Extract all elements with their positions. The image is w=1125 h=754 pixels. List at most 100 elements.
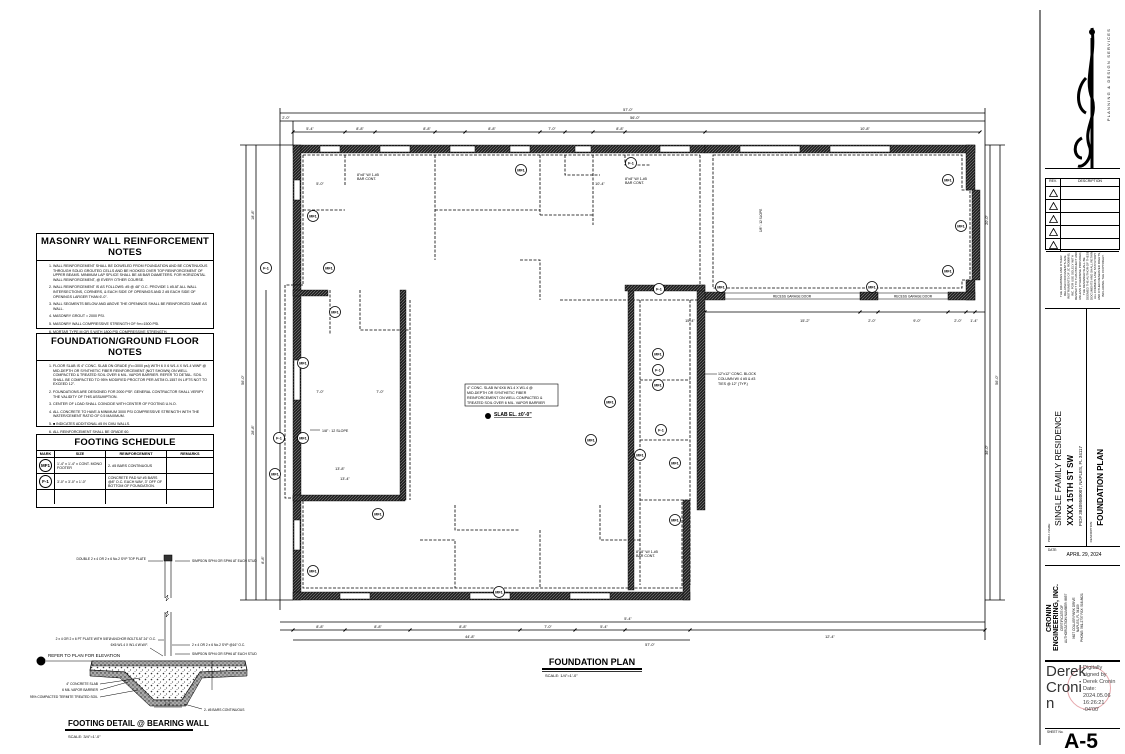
dimension-tick bbox=[703, 130, 707, 134]
project-info: PROJ. NAME: SINGLE FAMILY RESIDENCE XXXX… bbox=[1045, 308, 1118, 546]
note-item: WALL REINFORCEMENT SHALL BE DOWELED FROM… bbox=[53, 264, 209, 282]
dim-overall-top: 57'-0" bbox=[623, 108, 633, 112]
dim-offset: 2'-0" bbox=[282, 116, 290, 120]
footing-marker-label: MF1 bbox=[654, 383, 662, 387]
revision-table: REV. DESCRIPTION bbox=[1045, 178, 1120, 252]
footing-marker-label: MF1 bbox=[868, 285, 876, 289]
footing-marker-label: MF1 bbox=[299, 361, 307, 365]
beam-note: BAR CONT. bbox=[636, 554, 655, 558]
slab-note-line: 4" CONC. SLAB W/ 6X6 W1.4 X W1.4 @ bbox=[467, 386, 533, 390]
footing-marker-circle bbox=[715, 281, 727, 293]
wall-left-upper bbox=[292, 144, 302, 286]
footing-marker-circle bbox=[652, 348, 664, 360]
description-header: DESCRIPTION bbox=[1078, 179, 1102, 183]
company-logo: PLANNING & DESIGN SERVICES bbox=[1062, 18, 1118, 178]
table-row: F-1 3'-0" x 3'-0" x 1'-0" CONCRETE PAD W… bbox=[36, 473, 214, 490]
footing-detail-labels: DOUBLE 2 x 4 OR 2 x 6 No.2 SYP TOP PLATE… bbox=[30, 557, 257, 739]
garage-door-label: RECESS GARAGE DOOR bbox=[773, 295, 812, 299]
garage-door-label: RECESS GARAGE DOOR bbox=[894, 295, 933, 299]
beam-note: BAR CONT. bbox=[625, 181, 644, 185]
detail-label: REFER TO PLAN FOR ELEVATION bbox=[48, 653, 120, 658]
footing-marker-circle bbox=[655, 424, 667, 436]
footing-marker-label: MF1 bbox=[944, 178, 952, 182]
masonry-notes-list: WALL REINFORCEMENT SHALL BE DOWELED FROM… bbox=[41, 264, 209, 334]
beam-note: BAR CONT. bbox=[357, 177, 376, 181]
mark-badge: F-1 bbox=[39, 475, 52, 488]
footing-marker-circle bbox=[273, 432, 285, 444]
footing-marker-circle bbox=[329, 306, 341, 318]
slab-elevation: SLAB EL. ±0'-0" bbox=[494, 412, 532, 418]
footing-marker-label: MF1 bbox=[671, 461, 679, 465]
revision-row bbox=[1046, 187, 1119, 200]
detail-label: 2 x 4 OR 2 x 6 No.2 SYP @16" O.C. bbox=[192, 643, 245, 647]
wall-garage-pier bbox=[704, 291, 726, 301]
note-item: FLOOR SLAB IS 4" CONC. SLAB ON GRADE (f'… bbox=[53, 364, 209, 387]
detail-label: DOUBLE 2 x 4 OR 2 x 6 No.2 SYP TOP PLATE bbox=[76, 557, 146, 561]
footing-marker-label: MF1 bbox=[495, 590, 503, 594]
slab-note-line: MID-DEPTH OR SYNTHETIC FIBER bbox=[467, 391, 527, 395]
footing-marker-circle bbox=[307, 565, 319, 577]
detail-label: 1'-4" bbox=[165, 702, 172, 706]
sheet-number: A-5 bbox=[1064, 730, 1098, 753]
revision-row bbox=[1046, 226, 1119, 239]
wall-wing-bottom bbox=[292, 494, 406, 502]
footing-marker-label: MF1 bbox=[517, 168, 525, 172]
dim-seg: 8'-8" bbox=[374, 625, 382, 629]
dimension-tick bbox=[858, 310, 862, 314]
dim-interior: 7'-0" bbox=[316, 390, 324, 394]
footing-schedule: FOOTING SCHEDULE MARK SIZE REINFORCEMENT… bbox=[36, 434, 214, 508]
dimension-tick bbox=[946, 310, 950, 314]
dim-seg: 8'-8" bbox=[488, 127, 496, 131]
copyright-line: INCLUDING THE COPYRIGHT. bbox=[1100, 254, 1105, 298]
footing-marker-label: F-1 bbox=[656, 287, 662, 291]
footing-schedule-title: FOOTING SCHEDULE bbox=[37, 435, 213, 451]
dim-seg: 5'-4" bbox=[624, 617, 632, 621]
footing-marker-label: MF1 bbox=[944, 269, 952, 273]
dimension-text: 57'-0" 56'-0" 2'-0" 5'-4" 8'-8" 8'-8" 8'… bbox=[241, 108, 999, 647]
dimension-tick bbox=[964, 310, 968, 314]
footing-marker-circle bbox=[669, 457, 681, 469]
footing-marker-circle bbox=[323, 262, 335, 274]
detail-label: 6 MIL VAPOR BARRIER bbox=[62, 688, 99, 692]
project-pid: PID# 38409560007, NAPLES, FL 34117 bbox=[1078, 445, 1083, 526]
signature-line: -04'00' bbox=[1083, 707, 1100, 713]
masonry-notes-title: MASONRY WALL REINFORCEMENT NOTES bbox=[37, 234, 213, 261]
dim-bottom-overall: 57'-0" bbox=[645, 643, 655, 647]
footing-marker-circle bbox=[634, 449, 646, 461]
dimension-tick bbox=[978, 130, 982, 134]
footing-marker-circle bbox=[669, 514, 681, 526]
wall-garage-pier bbox=[859, 291, 879, 301]
wall-column-left bbox=[627, 289, 635, 591]
wall-wing-top bbox=[292, 289, 329, 297]
dimension-ticks bbox=[291, 130, 987, 632]
footing-marker-label: MF1 bbox=[299, 436, 307, 440]
engineer-address: PHONE: 561-2737 FAX: 516-8621 bbox=[1080, 593, 1084, 643]
slab-note-line: TREATED SOIL OVER 6 MIL. VAPOR BARRIER bbox=[467, 401, 545, 405]
foundation-walls bbox=[292, 144, 981, 601]
dimension-tick bbox=[463, 130, 467, 134]
dimension-tick bbox=[688, 628, 692, 632]
footing-marker-label: F-1 bbox=[276, 436, 282, 440]
masonry-notes: MASONRY WALL REINFORCEMENT NOTES WALL RE… bbox=[36, 233, 214, 334]
dimension-lines bbox=[240, 108, 1005, 641]
plan-title-block: FOUNDATION PLAN SCALE: 1/4"=1'-0" bbox=[542, 657, 642, 678]
date-field: DATE: APRIL 29, 2024 bbox=[1048, 548, 1120, 558]
footing-marker-circle bbox=[269, 468, 281, 480]
engineer-block: CRONIN ENGINEERING, INC. CERTIFICATE OF … bbox=[1046, 578, 1084, 658]
signature-name: Derek Cronin bbox=[1046, 663, 1087, 712]
footing-marker-circle bbox=[297, 357, 309, 369]
beam-note: 8"x8" W/ 1-#5 bbox=[636, 550, 658, 554]
foundation-notes-list: FLOOR SLAB IS 4" CONC. SLAB ON GRADE (f'… bbox=[41, 364, 209, 434]
slab-note-box bbox=[464, 383, 559, 407]
wall-column-top bbox=[624, 284, 706, 292]
footing-marker-circle bbox=[297, 432, 309, 444]
dimension-tick bbox=[591, 130, 595, 134]
plan-scale: SCALE: 1/4"=1'-0" bbox=[545, 673, 578, 678]
footing-marker-circle bbox=[625, 157, 637, 169]
dim-bottom-right: 12'-4" bbox=[825, 635, 835, 639]
project-name: SINGLE FAMILY RESIDENCE bbox=[1053, 411, 1063, 526]
footing-marker-circle bbox=[866, 281, 878, 293]
project-address: XXXX 15TH ST SW bbox=[1066, 455, 1075, 526]
footing-marker-circle bbox=[942, 265, 954, 277]
